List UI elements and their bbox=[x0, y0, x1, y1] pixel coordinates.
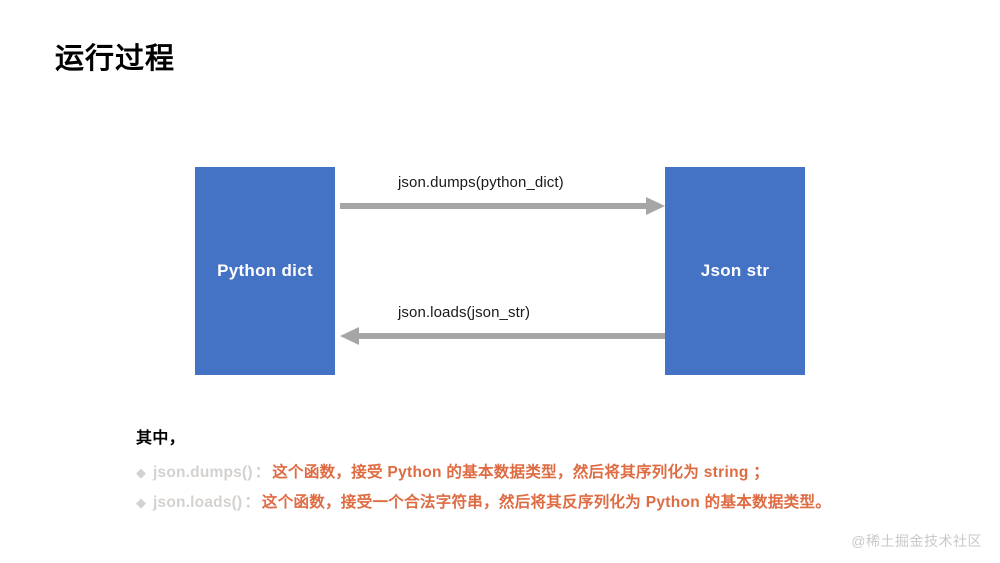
page-title: 运行过程 bbox=[55, 43, 176, 75]
diagram-node-json-str[interactable]: Json str bbox=[665, 167, 805, 375]
note-description: 这个函数，接受一个合法字符串，然后将其反序列化为 Python 的基本数据类型。 bbox=[261, 494, 832, 511]
arrow-shaft bbox=[358, 333, 665, 339]
arrow-right-icon bbox=[340, 193, 665, 219]
list-item: ◆ json.dumps() ： 这个函数，接受 Python 的基本数据类型，… bbox=[136, 460, 976, 482]
note-api-name: json.loads() bbox=[153, 494, 243, 511]
arrow-head bbox=[646, 197, 665, 215]
note-description: 这个函数，接受 Python 的基本数据类型，然后将其序列化为 string ； bbox=[272, 464, 770, 481]
notes-block: 其中， ◆ json.dumps() ： 这个函数，接受 Python 的基本数… bbox=[136, 424, 976, 520]
arrow-head bbox=[340, 327, 359, 345]
note-api-name: json.dumps() bbox=[153, 464, 253, 481]
arrow-label-loads: json.loads(json_str) bbox=[398, 304, 531, 321]
arrow-left-icon bbox=[340, 323, 665, 349]
notes-heading: 其中， bbox=[136, 430, 186, 447]
arrow-label-dumps: json.dumps(python_dict) bbox=[398, 174, 564, 191]
diamond-bullet-icon: ◆ bbox=[136, 495, 146, 510]
diagram-node-label: Python dict bbox=[217, 261, 313, 280]
diagram-node-label: Json str bbox=[700, 261, 770, 280]
diamond-bullet-icon: ◆ bbox=[136, 465, 146, 480]
arrow-shaft bbox=[340, 203, 647, 209]
note-colon: ： bbox=[244, 494, 260, 511]
watermark: @稀土掘金技术社区 bbox=[851, 533, 982, 549]
diagram-node-python-dict[interactable]: Python dict bbox=[195, 167, 335, 375]
list-item: ◆ json.loads() ： 这个函数，接受一个合法字符串，然后将其反序列化… bbox=[136, 490, 976, 512]
note-colon: ： bbox=[254, 464, 271, 481]
